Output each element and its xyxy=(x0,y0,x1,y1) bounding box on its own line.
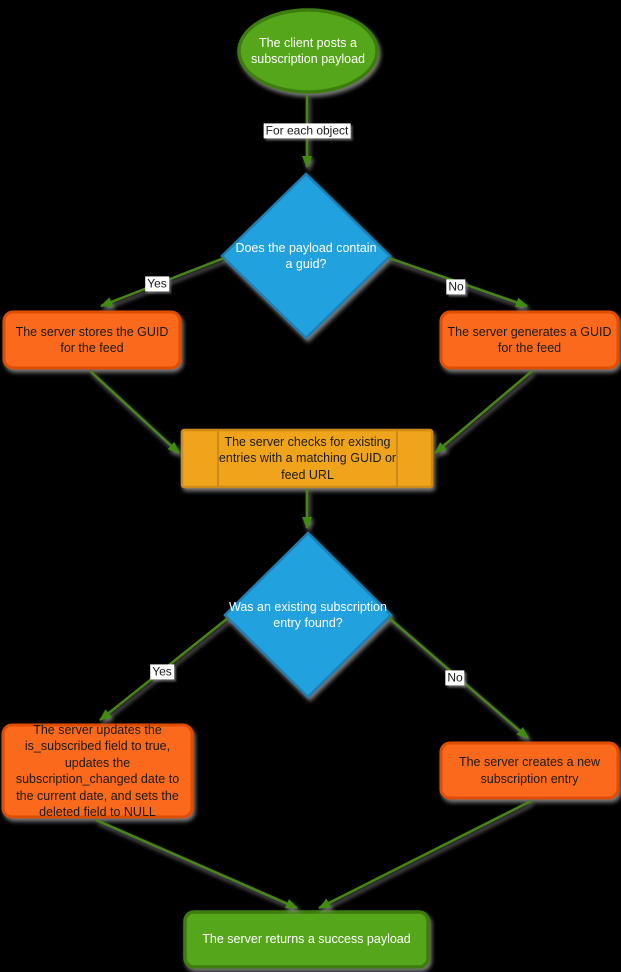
create-entry-shape xyxy=(439,741,620,800)
edge-found-decision-no xyxy=(388,617,529,739)
generate-guid-shape xyxy=(439,310,620,370)
edge-guid-decision-yes xyxy=(100,256,225,308)
update-entry-shape xyxy=(1,723,194,819)
guid-decision-shape xyxy=(220,172,392,340)
start-node-shape xyxy=(237,8,379,94)
found-decision-shape xyxy=(223,531,393,699)
check-existing-shape xyxy=(180,428,434,489)
edge-found-decision-yes xyxy=(99,617,229,721)
edge-guid-decision-no xyxy=(388,256,528,308)
edge-update-to-success xyxy=(95,818,298,910)
return-success-shape xyxy=(183,910,430,969)
edge-generate-guid-to-check xyxy=(434,370,533,454)
store-guid-shape xyxy=(2,310,182,370)
edge-store-guid-to-check xyxy=(89,370,180,454)
edge-create-to-success xyxy=(318,799,532,910)
